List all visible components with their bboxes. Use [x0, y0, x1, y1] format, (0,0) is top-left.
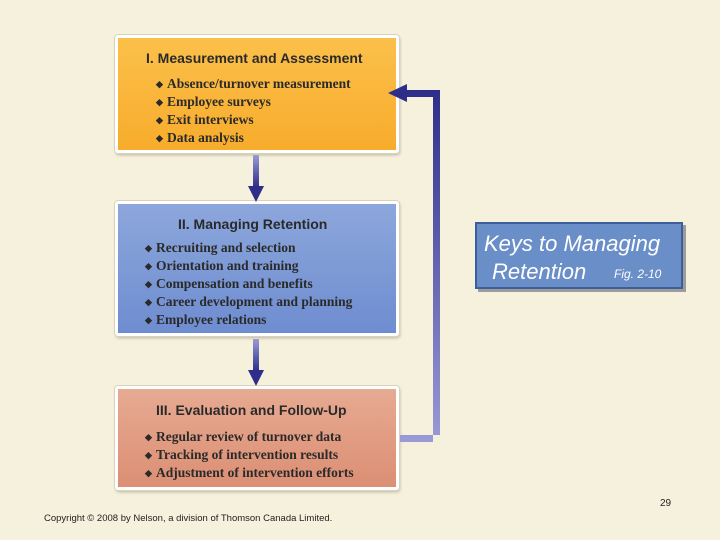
diamond-bullet-icon: ◆: [145, 432, 152, 442]
slide-title-box: Keys to Managing Retention Fig. 2-10: [475, 222, 683, 289]
list-item-label: Career development and planning: [156, 294, 353, 309]
list-item: ◆ Absence/turnover measurement: [156, 75, 351, 93]
bullet-list: ◆ Absence/turnover measurement ◆ Employee …: [156, 75, 351, 147]
list-item: ◆ Data analysis: [156, 129, 351, 147]
list-item: ◆ Adjustment of intervention efforts: [145, 464, 354, 482]
bullet-list: ◆ Recruiting and selection ◆ Orientation a…: [145, 239, 352, 329]
arrow-box1-to-box2: [248, 155, 264, 202]
list-item-label: Data analysis: [167, 130, 244, 145]
diamond-bullet-icon: ◆: [156, 115, 163, 125]
list-item-label: Employee relations: [156, 312, 267, 327]
list-item: ◆ Exit interviews: [156, 111, 351, 129]
list-item-label: Recruiting and selection: [156, 240, 296, 255]
list-item-label: Regular review of turnover data: [156, 429, 342, 444]
diamond-bullet-icon: ◆: [156, 133, 163, 143]
bullet-list: ◆ Regular review of turnover data ◆ Tracki…: [145, 428, 354, 482]
diamond-bullet-icon: ◆: [145, 450, 152, 460]
list-item-label: Orientation and training: [156, 258, 299, 273]
page-number: 29: [660, 498, 672, 509]
list-item: ◆ Orientation and training: [145, 257, 352, 275]
list-item: ◆ Recruiting and selection: [145, 239, 352, 257]
figure-number: Fig. 2-10: [614, 267, 662, 281]
box-title: II. Managing Retention: [178, 216, 328, 232]
list-item-label: Employee surveys: [167, 94, 271, 109]
list-item: ◆ Compensation and benefits: [145, 275, 352, 293]
list-item: ◆ Career development and planning: [145, 293, 352, 311]
diamond-bullet-icon: ◆: [156, 97, 163, 107]
measurement-assessment-box: I. Measurement and Assessment ◆ Absence/t…: [115, 35, 399, 153]
list-item: ◆ Employee surveys: [156, 93, 351, 111]
list-item: ◆ Regular review of turnover data: [145, 428, 354, 446]
diamond-bullet-icon: ◆: [145, 243, 152, 253]
diamond-bullet-icon: ◆: [145, 261, 152, 271]
managing-retention-box: II. Managing Retention ◆ Recruiting and s…: [115, 201, 399, 336]
diamond-bullet-icon: ◆: [145, 279, 152, 289]
feedback-loop-arrow: [388, 84, 440, 442]
box-title: III. Evaluation and Follow-Up: [156, 402, 347, 418]
list-item-label: Tracking of intervention results: [156, 447, 339, 462]
list-item: ◆ Employee relations: [145, 311, 352, 329]
diamond-bullet-icon: ◆: [145, 468, 152, 478]
slide-title-line1: Keys to Managing: [484, 231, 661, 256]
list-item-label: Absence/turnover measurement: [167, 76, 351, 91]
list-item-label: Compensation and benefits: [156, 276, 313, 291]
list-item-label: Adjustment of intervention efforts: [156, 465, 354, 480]
copyright-notice: Copyright © 2008 by Nelson, a division o…: [44, 513, 333, 524]
diamond-bullet-icon: ◆: [156, 79, 163, 89]
diamond-bullet-icon: ◆: [145, 297, 152, 307]
evaluation-followup-box: III. Evaluation and Follow-Up ◆ Regular r…: [115, 386, 399, 490]
list-item: ◆ Tracking of intervention results: [145, 446, 354, 464]
list-item-label: Exit interviews: [167, 112, 254, 127]
box-title: I. Measurement and Assessment: [146, 50, 363, 66]
arrow-box2-to-box3: [248, 339, 264, 386]
diamond-bullet-icon: ◆: [145, 315, 152, 325]
slide-title-line2: Retention: [492, 259, 587, 284]
